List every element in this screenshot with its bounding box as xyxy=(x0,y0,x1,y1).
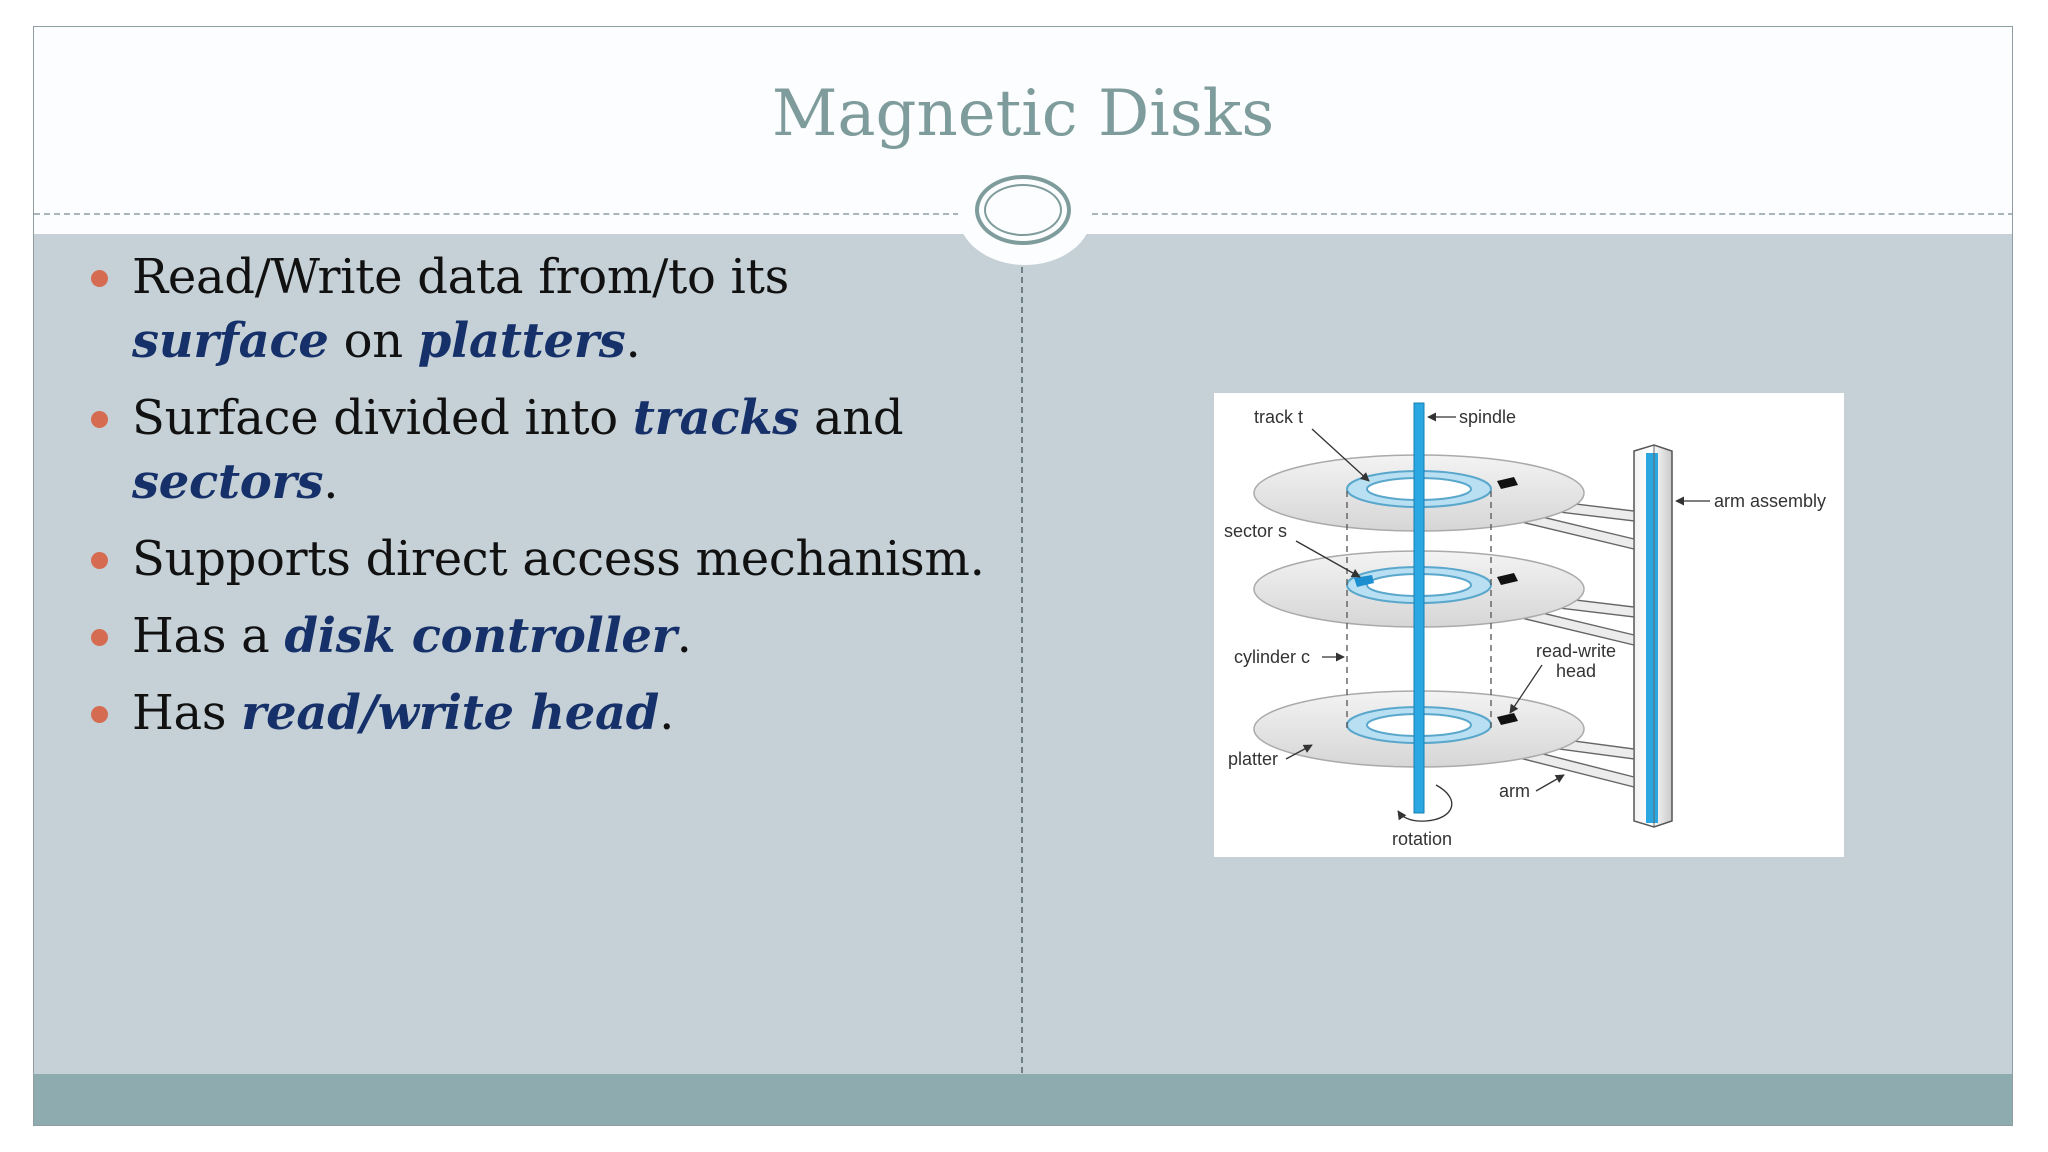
rotation-arrow-icon xyxy=(1397,784,1453,822)
bullet-text: . xyxy=(659,685,675,741)
bullet-dot-icon xyxy=(91,270,108,287)
label-arm: arm xyxy=(1499,781,1530,801)
bullet-item: Has a disk controller. xyxy=(86,604,1006,668)
bullet-emphasis: tracks xyxy=(632,390,800,446)
footer-bar xyxy=(34,1074,2012,1125)
bullet-text: Surface divided into xyxy=(132,390,633,446)
label-sector: sector s xyxy=(1224,521,1287,541)
diagram-labels: track t spindle arm assembly sector s cy… xyxy=(1224,407,1826,849)
label-track: track t xyxy=(1254,407,1303,427)
bullet-text: Has a xyxy=(132,608,285,664)
bullet-dot-icon xyxy=(91,552,108,569)
label-platter: platter xyxy=(1228,749,1278,769)
disk-diagram: track t spindle arm assembly sector s cy… xyxy=(1214,393,1844,857)
bullet-item: Surface divided into tracks and sectors. xyxy=(86,386,1006,514)
slide: Magnetic Disks Read/Write data from/to i… xyxy=(33,26,2013,1126)
bullet-text: . xyxy=(323,454,339,510)
slide-title: Magnetic Disks xyxy=(771,77,1275,151)
arm-assembly xyxy=(1633,444,1673,828)
header-divider-left xyxy=(34,213,959,215)
cylinder-guides xyxy=(1346,491,1492,729)
bullet-item: Has read/write head. xyxy=(86,681,1006,745)
bullet-text: Supports direct access mechanism. xyxy=(132,531,985,587)
bullet-text: Has xyxy=(132,685,242,741)
column-divider xyxy=(1021,267,1023,1073)
bullet-text: Read/Write data from/to its xyxy=(132,249,789,305)
header-divider-right xyxy=(1092,213,2012,215)
bullet-emphasis: read/write head xyxy=(241,685,660,741)
bullet-emphasis: surface xyxy=(132,313,329,369)
read-write-heads xyxy=(1497,477,1518,725)
bullet-text: . xyxy=(625,313,641,369)
bullet-text: . xyxy=(676,608,692,664)
spindle xyxy=(1413,402,1425,814)
bullet-emphasis: disk controller xyxy=(284,608,677,664)
bullet-item: Read/Write data from/to its surface on p… xyxy=(86,245,1006,373)
disk-diagram-svg: track t spindle arm assembly sector s cy… xyxy=(1224,402,1826,849)
bullet-emphasis: platters xyxy=(417,313,626,369)
bullet-list: Read/Write data from/to its surface on p… xyxy=(86,245,1006,758)
emblem-ring-icon xyxy=(975,175,1071,245)
label-read-write: read-write xyxy=(1536,641,1616,661)
label-spindle: spindle xyxy=(1459,407,1516,427)
bullet-dot-icon xyxy=(91,706,108,723)
label-rotation: rotation xyxy=(1392,829,1452,849)
bullet-text: and xyxy=(799,390,904,446)
bullet-item: Supports direct access mechanism. xyxy=(86,527,1006,591)
label-head: head xyxy=(1556,661,1596,681)
bullet-text: on xyxy=(328,313,418,369)
bullet-dot-icon xyxy=(91,411,108,428)
sector-highlight xyxy=(1354,575,1374,587)
label-arm-assembly: arm assembly xyxy=(1714,491,1826,511)
bullet-emphasis: sectors xyxy=(132,454,324,510)
label-cylinder: cylinder c xyxy=(1234,647,1310,667)
bullet-dot-icon xyxy=(91,629,108,646)
